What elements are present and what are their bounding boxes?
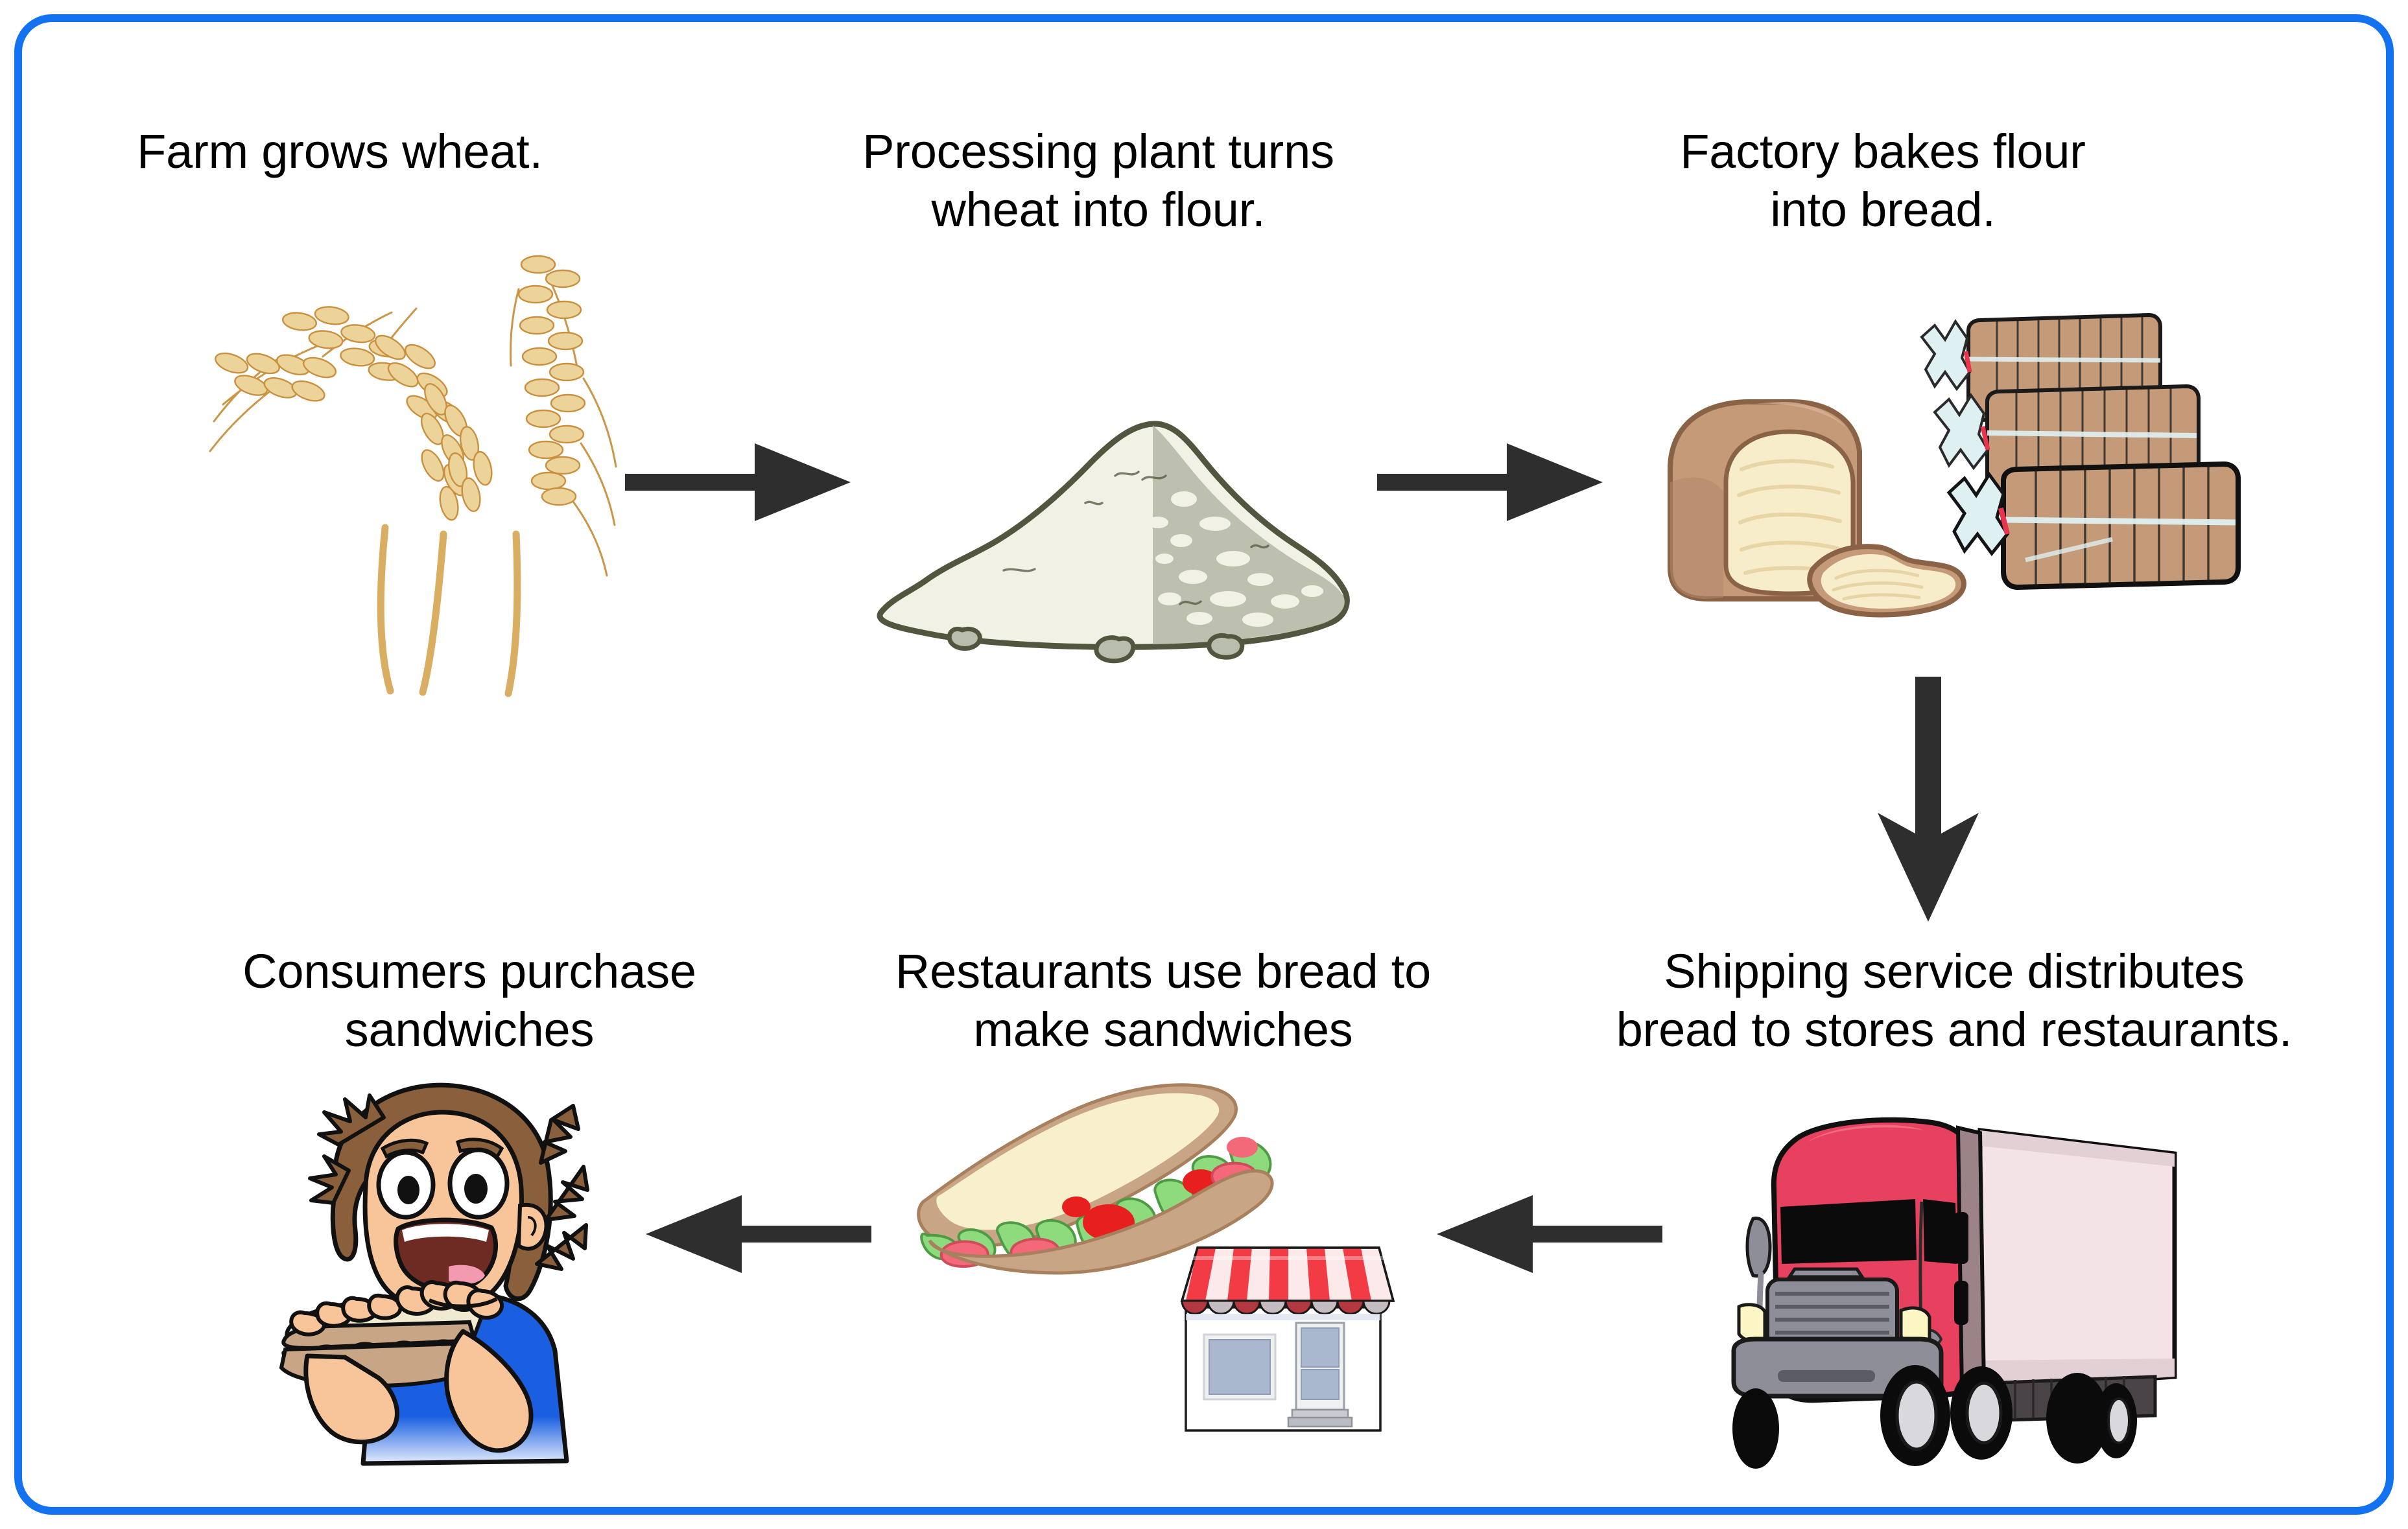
arrow-plant-to-factory: [1377, 437, 1604, 528]
delivery-truck-illustration: [1727, 1066, 2350, 1480]
person-eating-sandwich-illustration: [268, 1072, 619, 1487]
step-label-shipping: Shipping service distributes bread to st…: [1616, 944, 2293, 1057]
arrow-restaurants-to-consumers: [644, 1189, 871, 1279]
wheat-stalks-illustration: [184, 229, 625, 697]
bread-loaves-illustration: [1630, 275, 2252, 690]
arrow-shipping-to-restaurants: [1435, 1189, 1662, 1279]
sandwich-illustration: [910, 1079, 1338, 1312]
arrow-farm-to-plant: [625, 437, 852, 528]
step-label-factory: Factory bakes flour into bread.: [1680, 124, 2086, 237]
step-label-processing-plant: Processing plant turns wheat into flour.: [862, 124, 1334, 237]
step-label-farm: Farm grows wheat.: [137, 124, 543, 178]
step-label-consumers: Consumers purchase sandwiches: [242, 944, 696, 1057]
step-label-restaurants: Restaurants use bread to make sandwiches: [895, 944, 1432, 1057]
arrow-factory-to-shipping: [1850, 677, 2006, 923]
flour-pile-illustration: [865, 385, 1358, 664]
storefront-illustration: [1160, 1224, 1419, 1477]
diagram-border-frame: Farm grows wheat. Processing plant turns…: [14, 14, 2394, 1515]
